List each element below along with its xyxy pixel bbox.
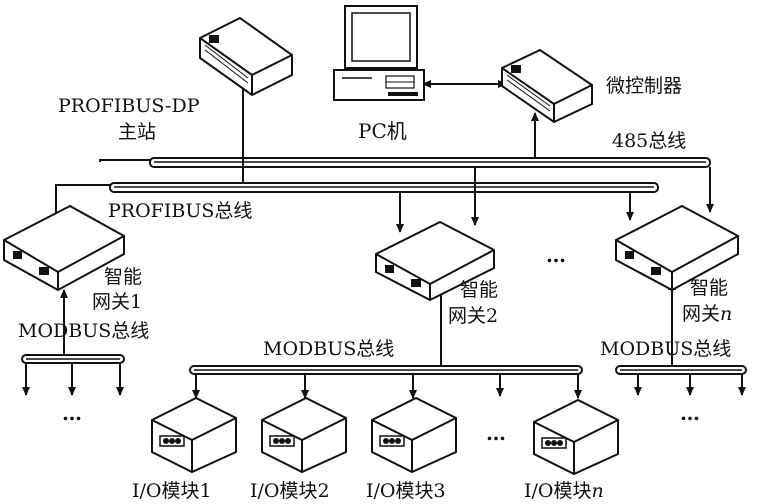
bus-profibus <box>109 182 659 193</box>
label-gateway1-line1: 智能 <box>104 266 142 288</box>
label-gatewayn-line2: 网关n <box>682 303 732 325</box>
label-io-3: I/O模块3 <box>366 480 446 502</box>
label-gateway1-line2: 网关1 <box>92 291 142 313</box>
io-module-1 <box>151 396 237 474</box>
label-microcontroller: 微控制器 <box>606 75 682 97</box>
bus-modbus-left <box>21 354 125 364</box>
ellipsis-right: … <box>680 401 700 425</box>
label-profibus-bus: PROFIBUS总线 <box>108 200 252 222</box>
io-module-2 <box>261 396 347 474</box>
profibus-master-device <box>199 16 293 97</box>
io-module-3 <box>371 396 457 474</box>
bus-485 <box>149 157 711 168</box>
label-gatewayn-line1: 智能 <box>690 277 728 299</box>
label-gateway2-line2: 网关2 <box>448 305 498 327</box>
gateway-n-device <box>615 204 739 292</box>
bus-modbus-mid <box>189 365 583 375</box>
gateway-1-device <box>3 204 125 292</box>
label-gateway2-line1: 智能 <box>460 279 498 301</box>
label-io-n: I/O模块n <box>524 480 604 502</box>
label-modbus-right: MODBUS总线 <box>600 338 731 360</box>
label-master: 主站 <box>118 121 156 143</box>
label-modbus-mid: MODBUS总线 <box>263 338 394 360</box>
label-pc: PC机 <box>358 119 407 143</box>
label-485-bus: 485总线 <box>612 130 686 152</box>
gateway-2-device <box>375 220 495 302</box>
label-io-2: I/O模块2 <box>250 480 330 502</box>
bus-modbus-right <box>615 365 747 375</box>
label-io-1: I/O模块1 <box>132 480 212 502</box>
io-module-n <box>533 398 619 476</box>
label-profibus-dp: PROFIBUS-DP <box>58 95 200 117</box>
label-modbus-left: MODBUS总线 <box>18 320 149 342</box>
microcontroller-device <box>501 48 593 124</box>
ellipsis-mid: … <box>486 421 506 445</box>
ellipsis-gateways: … <box>546 243 566 267</box>
pc-device <box>333 5 425 101</box>
ellipsis-left: … <box>62 401 82 425</box>
connectors <box>22 71 746 399</box>
